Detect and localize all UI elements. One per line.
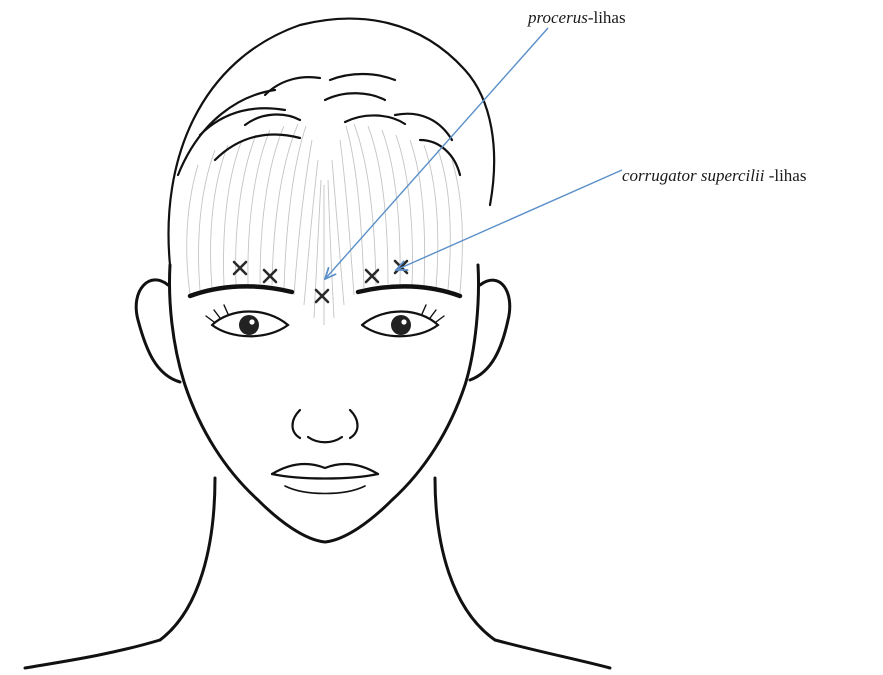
neck-right — [435, 478, 495, 640]
callout-arrows — [325, 28, 622, 279]
corrugator-suffix: -lihas — [764, 166, 806, 185]
procerus-arrow — [325, 28, 548, 279]
hair — [169, 19, 495, 265]
corrugator-term: corrugator supercilii — [622, 166, 764, 185]
nose — [293, 410, 358, 442]
procerus-label: procerus-lihas — [528, 9, 626, 26]
neck-left — [160, 478, 215, 640]
eyes — [206, 305, 444, 336]
injection-marker — [264, 270, 276, 282]
mouth — [272, 464, 378, 493]
procerus-term: procerus — [528, 8, 588, 27]
left-shoulder — [25, 640, 160, 668]
corrugator-label: corrugator supercilii -lihas — [622, 167, 806, 184]
right-shoulder — [495, 640, 610, 668]
injection-marker — [316, 290, 328, 302]
injection-marker — [395, 261, 407, 273]
procerus-suffix: -lihas — [588, 8, 626, 27]
corrugator-arrow — [396, 170, 622, 270]
